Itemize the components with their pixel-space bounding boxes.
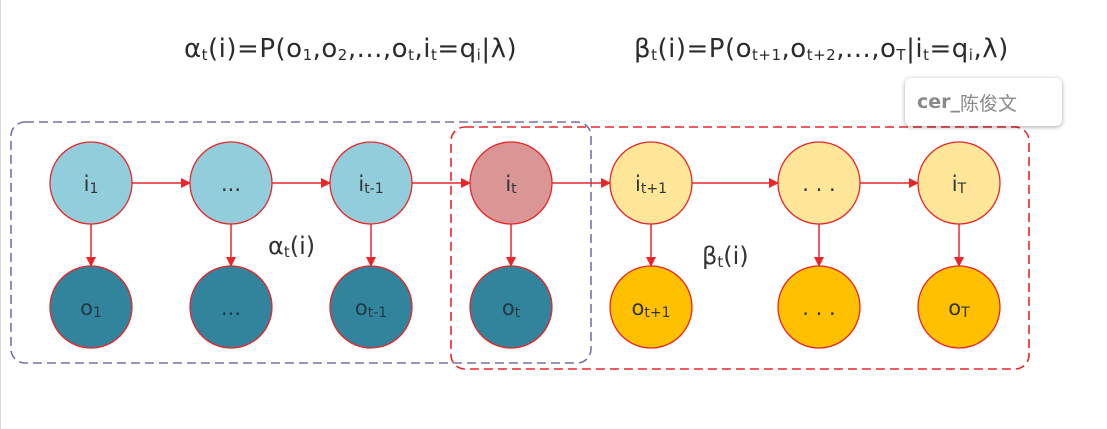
hidden-state-label-main: i bbox=[84, 172, 90, 196]
observation-circle bbox=[469, 265, 553, 349]
observation-label: ot-1 bbox=[355, 296, 387, 321]
hidden-state-label: it+1 bbox=[635, 172, 667, 197]
observation-node: . . . bbox=[777, 265, 861, 349]
hidden-state-node: it-1 bbox=[329, 141, 413, 225]
beta-region-box bbox=[450, 126, 1030, 370]
hidden-state-label-main: i bbox=[952, 172, 958, 196]
observation-node: ot bbox=[469, 265, 553, 349]
hidden-state-label-main: ... bbox=[221, 172, 241, 196]
hidden-state-label-main: i bbox=[358, 172, 364, 196]
hidden-state-node: iT bbox=[917, 141, 1001, 225]
hidden-state-label: . . . bbox=[802, 172, 835, 196]
hidden-state-label-subscript: 1 bbox=[89, 181, 98, 197]
observation-node: ot+1 bbox=[609, 265, 693, 349]
hidden-state-circle bbox=[777, 141, 861, 225]
hidden-state-circle bbox=[609, 141, 693, 225]
left-border bbox=[0, 0, 1, 429]
alpha-formula: αt(i)=P(o1,o2,...,ot,it=qi|λ) bbox=[184, 34, 518, 64]
observation-label-main: o bbox=[355, 296, 368, 320]
observation-label-main: o bbox=[948, 296, 961, 320]
hidden-state-circle bbox=[49, 141, 133, 225]
observation-label: . . . bbox=[802, 296, 835, 320]
observation-label: oT bbox=[948, 296, 970, 321]
hidden-state-label-main: i bbox=[505, 172, 511, 196]
observation-label-main: . . . bbox=[802, 296, 835, 320]
observation-label-main: o bbox=[502, 296, 515, 320]
hidden-state-label: it bbox=[505, 172, 517, 197]
observation-label-subscript: 1 bbox=[93, 305, 102, 321]
hidden-state-circle bbox=[329, 141, 413, 225]
observation-node: o1 bbox=[49, 265, 133, 349]
observation-circle bbox=[917, 265, 1001, 349]
hidden-state-node: it bbox=[469, 141, 553, 225]
hidden-state-label-main: i bbox=[635, 172, 641, 196]
hidden-state-node: i1 bbox=[49, 141, 133, 225]
observation-node: ... bbox=[189, 265, 273, 349]
observation-node: ot-1 bbox=[329, 265, 413, 349]
observation-node: oT bbox=[917, 265, 1001, 349]
beta-formula: βt(i)=P(ot+1,ot+2,...,oT|it=qi,λ) bbox=[634, 34, 1009, 64]
hidden-state-label: it-1 bbox=[358, 172, 383, 197]
observation-label-subscript: t+1 bbox=[644, 305, 670, 321]
observation-label-subscript: t-1 bbox=[368, 305, 387, 321]
observation-circle bbox=[189, 265, 273, 349]
hidden-state-node: ... bbox=[189, 141, 273, 225]
hidden-state-node: it+1 bbox=[609, 141, 693, 225]
hidden-state-label-subscript: t-1 bbox=[364, 181, 383, 197]
observation-label-subscript: t bbox=[515, 305, 521, 321]
observation-label-main: ... bbox=[221, 296, 241, 320]
observation-label-main: o bbox=[632, 296, 645, 320]
observation-label: o1 bbox=[80, 296, 102, 321]
hidden-state-label-subscript: t+1 bbox=[641, 181, 667, 197]
hidden-state-circle bbox=[189, 141, 273, 225]
hidden-state-label: ... bbox=[221, 172, 241, 196]
author-watermark: cer_陈俊文 bbox=[905, 78, 1062, 126]
observation-circle bbox=[49, 265, 133, 349]
alpha-region-box bbox=[10, 121, 592, 364]
alpha-region-label: αt(i) bbox=[268, 232, 315, 261]
observation-circle bbox=[329, 265, 413, 349]
observation-label: ot bbox=[502, 296, 521, 321]
beta-region-label: βt(i) bbox=[702, 242, 749, 271]
hidden-state-label: i1 bbox=[84, 172, 99, 197]
hidden-state-label: iT bbox=[952, 172, 967, 197]
observation-circle bbox=[609, 265, 693, 349]
observation-circle bbox=[777, 265, 861, 349]
observation-label: ot+1 bbox=[632, 296, 671, 321]
hidden-state-circle bbox=[469, 141, 553, 225]
observation-label: ... bbox=[221, 296, 241, 320]
observation-label-main: o bbox=[80, 296, 93, 320]
observation-label-subscript: T bbox=[960, 305, 970, 321]
hidden-state-node: . . . bbox=[777, 141, 861, 225]
hidden-state-circle bbox=[917, 141, 1001, 225]
hidden-state-label-subscript: T bbox=[957, 181, 967, 197]
hidden-state-label-subscript: t bbox=[511, 181, 517, 197]
hidden-state-label-main: . . . bbox=[802, 172, 835, 196]
